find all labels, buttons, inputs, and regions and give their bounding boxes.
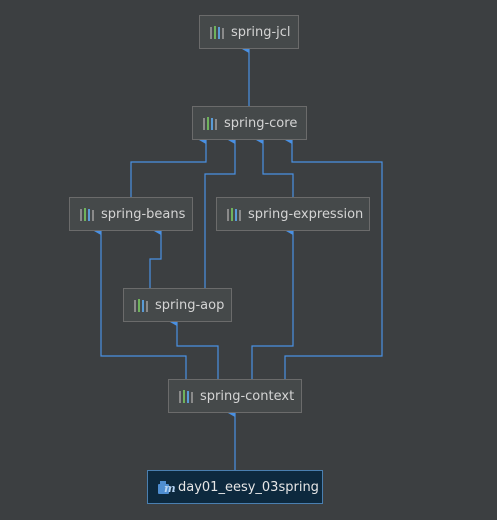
node-spring-expression[interactable]: spring-expression — [216, 197, 370, 231]
edge-spring-context-to-spring-beans — [94, 227, 187, 379]
node-spring-context[interactable]: spring-context — [168, 379, 302, 413]
node-spring-beans[interactable]: spring-beans — [69, 197, 193, 231]
node-spring-jcl[interactable]: spring-jcl — [199, 15, 299, 49]
node-label: day01_eesy_03spring — [178, 479, 319, 495]
library-bars-icon — [210, 25, 227, 39]
library-bars-icon — [203, 116, 220, 130]
module-m-icon: m — [158, 480, 176, 495]
node-label: spring-jcl — [231, 24, 291, 40]
edge-spring-context-to-spring-expression — [251, 227, 294, 379]
library-bars-icon — [227, 207, 244, 221]
edges-layer — [94, 45, 383, 470]
library-bars-icon — [80, 207, 97, 221]
node-label: spring-context — [200, 388, 295, 404]
node-label: spring-aop — [155, 297, 225, 313]
node-label: spring-beans — [101, 206, 186, 222]
node-spring-aop[interactable]: spring-aop — [123, 288, 232, 322]
edge-spring-expression-to-spring-core — [256, 136, 294, 197]
node-day01-module[interactable]: m day01_eesy_03spring — [147, 470, 323, 504]
edge-spring-aop-to-spring-beans — [149, 227, 162, 288]
edge-spring-beans-to-spring-core — [130, 136, 207, 197]
edge-spring-context-to-spring-aop — [170, 318, 219, 379]
library-bars-icon — [179, 389, 196, 403]
edge-spring-context-to-spring-core — [284, 136, 383, 379]
node-spring-core[interactable]: spring-core — [192, 106, 307, 140]
edge-spring-aop-to-spring-core — [204, 136, 236, 288]
node-label: spring-core — [224, 115, 298, 131]
node-label: spring-expression — [248, 206, 364, 222]
library-bars-icon — [134, 298, 151, 312]
